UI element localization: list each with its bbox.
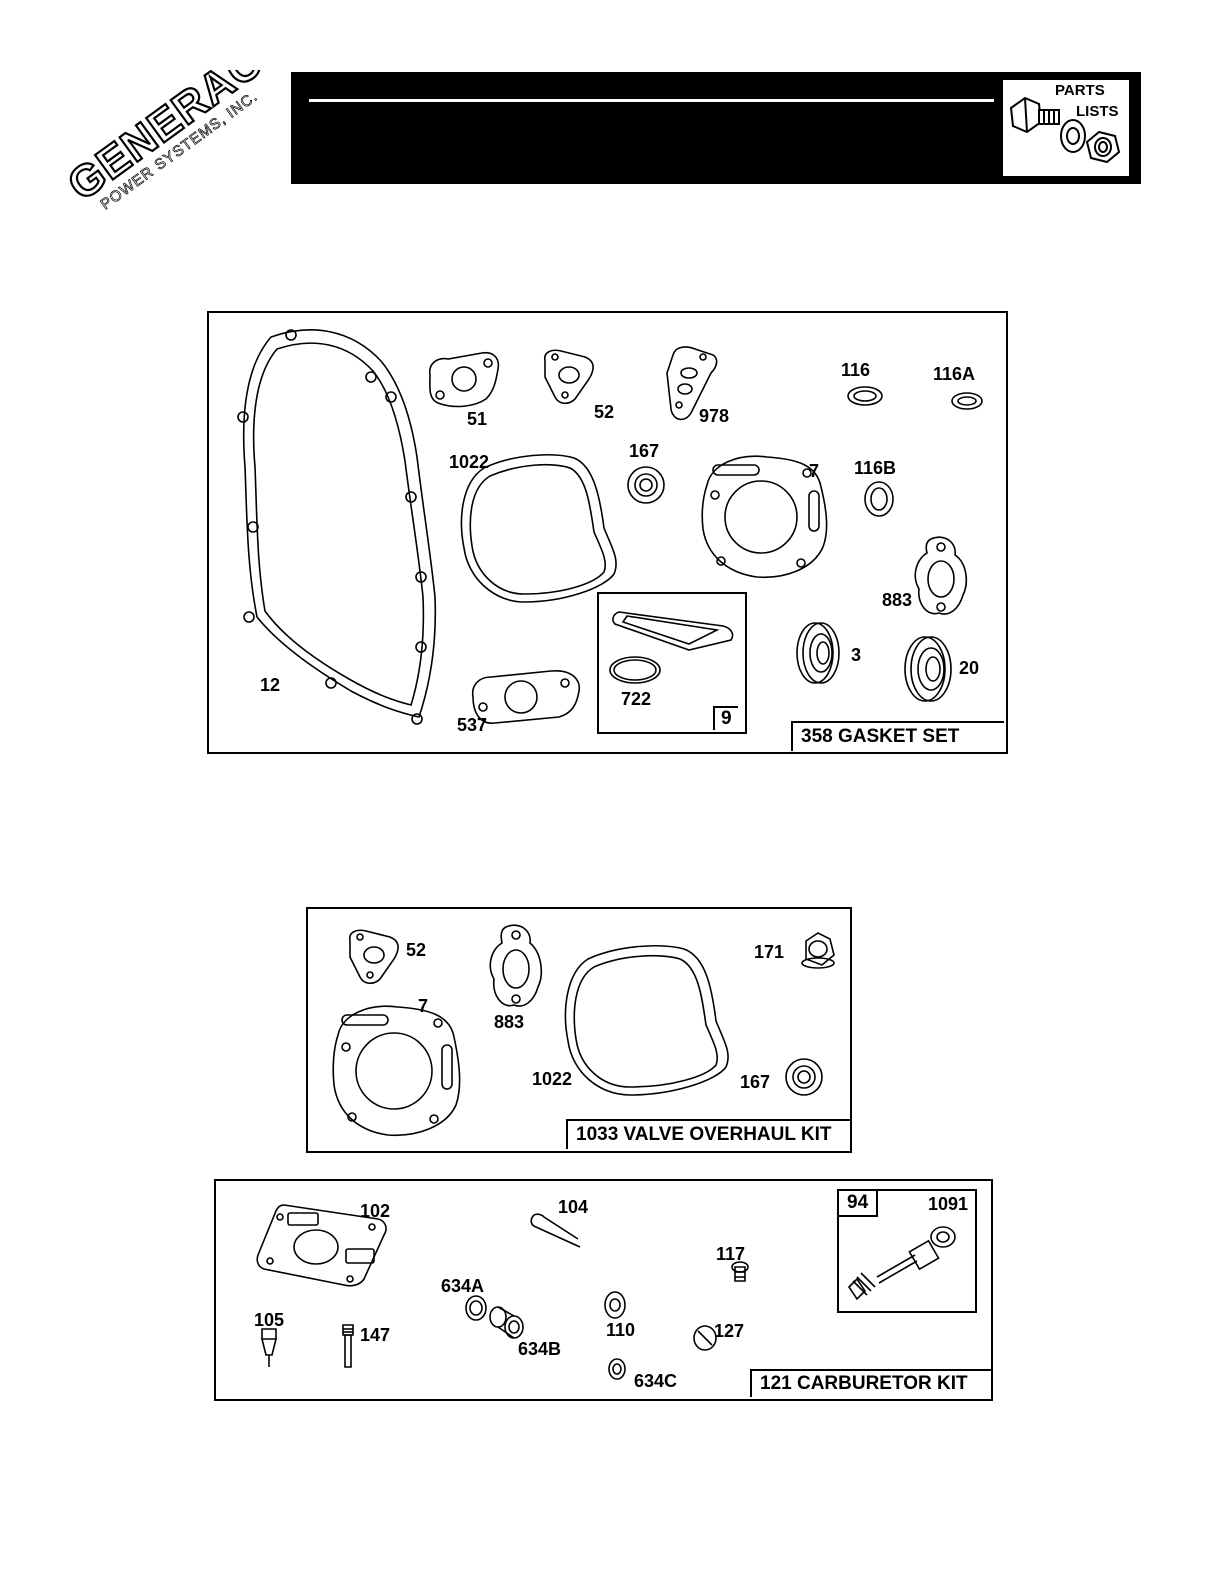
label-105: 105 (254, 1311, 284, 1329)
ring-116b-drawing (861, 479, 897, 519)
label-116: 116 (841, 361, 870, 379)
gasket-883-drawing (911, 533, 971, 619)
header-rule (309, 99, 994, 102)
ring-634c-drawing (606, 1357, 628, 1381)
kit-label-358: 358 GASKET SET (791, 721, 1004, 751)
seal-167-drawing (624, 463, 670, 509)
kit-label-1033: 1033 VALVE OVERHAUL KIT (566, 1119, 850, 1149)
gasket-1022-drawing (454, 448, 624, 608)
label-51: 51 (467, 410, 487, 428)
gasket-52-drawing (539, 347, 599, 407)
label-171: 171 (754, 943, 784, 961)
label-116b: 116B (854, 459, 896, 477)
label-116a: 116A (933, 365, 975, 383)
header-bar: PARTS LISTS (291, 72, 1141, 184)
seal-167-drawing (782, 1055, 828, 1101)
badge-parts: PARTS (1055, 82, 1105, 100)
label-20: 20 (959, 659, 979, 677)
generac-logo: GENERAC ® POWER SYSTEMS, INC. (60, 70, 280, 240)
logo-wordmark: GENERAC ® POWER SYSTEMS, INC. (60, 70, 280, 240)
gasket-1022-drawing (558, 939, 736, 1101)
label-52: 52 (406, 941, 426, 959)
label-7: 7 (809, 462, 819, 480)
label-634a: 634A (441, 1277, 484, 1295)
gasket-51-drawing (424, 349, 504, 411)
label-102: 102 (360, 1202, 390, 1220)
gasket-52-drawing (344, 927, 404, 987)
kit-label-121: 121 CARBURETOR KIT (750, 1369, 991, 1397)
label-7: 7 (418, 997, 428, 1015)
brand-name: GENERAC (60, 70, 272, 210)
bushing-634b-drawing (486, 1303, 526, 1343)
subkit-94-label: 94 (837, 1189, 878, 1217)
carb-kit-panel: 94 (214, 1179, 993, 1401)
seal-3-drawing (791, 617, 845, 689)
label-127: 127 (714, 1322, 744, 1340)
gasket-set-panel: 722 9 12 51 52 978 116 116A 1022 167 7 1… (207, 311, 1008, 754)
label-52: 52 (594, 403, 614, 421)
label-104: 104 (558, 1198, 588, 1216)
badge-lists: LISTS (1076, 103, 1119, 121)
nut-171-drawing (796, 927, 840, 971)
label-883: 883 (494, 1013, 524, 1031)
label-537: 537 (457, 716, 487, 734)
label-117: 117 (716, 1245, 745, 1263)
label-634b: 634B (518, 1340, 561, 1358)
label-1022: 1022 (449, 453, 489, 471)
gasket-883-drawing (486, 921, 546, 1011)
gasket-12-drawing (221, 317, 441, 737)
subkit-9-box: 722 9 (597, 592, 747, 734)
gasket-9-drawing (605, 604, 741, 654)
label-110: 110 (606, 1321, 635, 1339)
ring-722-drawing (607, 654, 663, 686)
washer-116a-drawing (949, 391, 985, 411)
needle-1091-drawing (843, 1221, 971, 1307)
subkit-9-label: 9 (713, 706, 738, 730)
label-167: 167 (629, 442, 659, 460)
seal-20-drawing (899, 631, 957, 707)
label-3: 3 (851, 646, 861, 664)
label-978: 978 (699, 407, 729, 425)
label-634c: 634C (634, 1372, 677, 1390)
label-722: 722 (621, 690, 651, 708)
pin-147-drawing (338, 1321, 358, 1373)
parts-lists-badge: PARTS LISTS (1003, 80, 1129, 176)
valve-105-drawing (258, 1325, 280, 1371)
valve-kit-panel: 52 7 883 1022 171 167 1033 VALVE OVERHAU… (306, 907, 852, 1153)
label-12: 12 (260, 676, 280, 694)
washer-116-drawing (845, 385, 885, 407)
washer-110-drawing (602, 1289, 628, 1321)
gasket-7-drawing (328, 1001, 468, 1141)
label-167: 167 (740, 1073, 770, 1091)
label-1022: 1022 (532, 1070, 572, 1088)
label-883: 883 (882, 591, 912, 609)
label-1091: 1091 (928, 1195, 968, 1213)
label-147: 147 (360, 1326, 390, 1344)
